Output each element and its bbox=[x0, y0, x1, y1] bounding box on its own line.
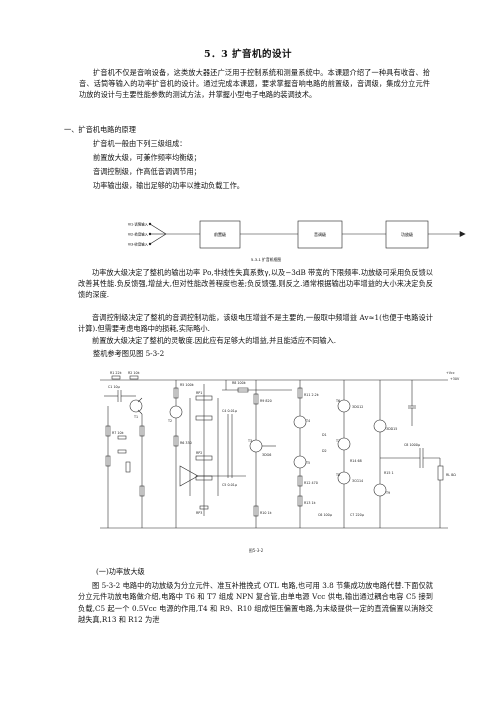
label-r10: R10 1k bbox=[260, 511, 272, 515]
label-3dg12: 3DG12 bbox=[352, 405, 363, 409]
label-r12: R12 470 bbox=[304, 481, 318, 485]
label-c7: C7 220μ bbox=[350, 513, 365, 517]
input-label-pickup: Vi2-拾音输入 bbox=[128, 232, 149, 237]
label-rl: RL 8Ω bbox=[446, 473, 456, 477]
label-t3: T3 bbox=[247, 439, 252, 443]
paragraph-power-amp-description: 图 5-3-2 电路中的功放级为分立元件、准互补推挽式 OTL 电路,也可用 3… bbox=[78, 581, 433, 625]
paragraph-figure-ref: 整机参考图见图 5-3-2 bbox=[93, 349, 165, 358]
section-heading-principle: 一、扩音机电路的原理 bbox=[64, 125, 136, 134]
block-tone: 音调级 bbox=[314, 231, 326, 237]
label-3dg6: 3DG6 bbox=[262, 453, 271, 457]
label-t9: T9 bbox=[385, 491, 390, 495]
label-rp3: RP3 bbox=[196, 511, 202, 515]
label-t7: T7 bbox=[335, 439, 340, 443]
label-r13: R13 1k bbox=[304, 501, 316, 505]
input-label-mic: Vi1-话筒输入 bbox=[128, 222, 149, 227]
label-rp1: RP1 bbox=[196, 391, 202, 395]
input-label-radio: Vi3-收音输入 bbox=[128, 242, 149, 247]
label-vcc-value: +30V bbox=[450, 377, 460, 381]
block-diagram: Vi1-话筒输入 Vi2-拾音输入 Vi3-收音输入 前置级 音调级 功放级 5… bbox=[128, 220, 466, 262]
label-t5: T5 bbox=[305, 461, 310, 465]
paragraph-power-stage: 功率放大级决定了整机的输出功率 Po,非线性失真系数γ,以及−3dB 带宽的下限… bbox=[78, 268, 433, 300]
label-c4: C4 0.01μ bbox=[222, 409, 238, 413]
label-r7: R7 10k bbox=[112, 431, 124, 435]
list-item-tone: 音调控制级，作高低音调调节用； bbox=[93, 167, 201, 176]
label-c5: C5 0.01μ bbox=[222, 483, 238, 487]
circuit-schematic: R1 22k R2 10k C1 10μ R5 100k R6 330 R7 1… bbox=[100, 371, 460, 553]
list-item-power: 功率输出级，输出足够的功率以推动负载工作。 bbox=[93, 181, 244, 190]
paragraph-stages: 扩音机一般由下列三级组成： bbox=[93, 139, 187, 148]
label-t6: T6 bbox=[335, 399, 340, 403]
block-power: 功放级 bbox=[401, 231, 413, 237]
label-r14: R14 68 bbox=[350, 459, 362, 463]
label-d1: D1 bbox=[322, 433, 327, 437]
circuit-caption: 图5-3-2 bbox=[249, 547, 264, 553]
label-3cg14: 3CG14 bbox=[352, 479, 363, 483]
label-t2: T2 bbox=[167, 419, 172, 423]
paragraph-tone-stage: 音调控制级决定了整机的音调控制功能，该级电压增益不是主要的,一般取中频增益 Av… bbox=[78, 313, 433, 334]
label-t8: T8 bbox=[335, 473, 340, 477]
label-r8: R8 100k bbox=[232, 381, 246, 385]
label-t1: T1 bbox=[133, 415, 138, 419]
label-r1: R1 22k bbox=[110, 371, 122, 375]
block-diagram-caption: 5-3-1 扩音机框图 bbox=[251, 257, 281, 262]
label-d2: D2 bbox=[322, 449, 327, 453]
label-r6: R6 330 bbox=[180, 441, 192, 445]
intro-paragraph: 扩音机不仅是音响设备，这类放大器还广泛用于控制系统和测量系统中。本课题介绍了一种… bbox=[79, 68, 430, 100]
label-r2: R2 10k bbox=[128, 371, 140, 375]
label-vcc: +Vcc bbox=[446, 371, 455, 375]
block-preamp: 前置级 bbox=[214, 231, 226, 237]
list-item-preamp: 前置放大级，可兼作频率均衡级； bbox=[93, 153, 201, 162]
label-t4: T4 bbox=[305, 419, 310, 423]
label-c6: C6 100μ bbox=[318, 513, 333, 517]
label-r15: R15 1 bbox=[384, 471, 394, 475]
label-r5: R5 100k bbox=[180, 383, 194, 387]
label-rp2: RP2 bbox=[196, 451, 202, 455]
paragraph-preamp-stage: 前置放大级决定了整机的灵敏度.因此应有足够大的增益,并且能适应不同输入. bbox=[92, 336, 337, 345]
section-heading-power-amp: (一)功率放大级 bbox=[96, 567, 145, 576]
label-r9: R9 820 bbox=[260, 399, 272, 403]
label-r11: R11 2.2k bbox=[304, 393, 319, 397]
label-3dd15: 3DD15 bbox=[386, 427, 397, 431]
label-c1: C1 10μ bbox=[108, 385, 121, 389]
page-title: 5．3 扩音机的设计 bbox=[203, 49, 293, 60]
label-c8: C8 1000μ bbox=[404, 443, 421, 447]
